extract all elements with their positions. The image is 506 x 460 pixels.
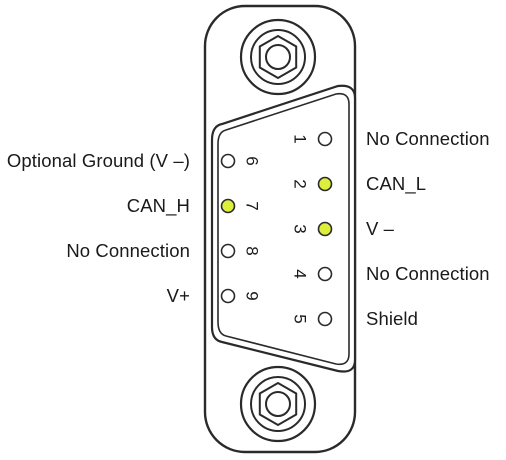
pin-3-label: V –: [366, 218, 395, 239]
pin-8-label: No Connection: [66, 240, 190, 261]
pin-2-contact: [317, 176, 333, 192]
pin-7-label: CAN_H: [126, 195, 190, 216]
bottom-mount-screw-icon: [239, 365, 317, 443]
pins-layer: 1 2 3 4 5 6 7 8 9: [220, 131, 333, 327]
top-mount-screw-icon: [239, 18, 317, 96]
pin-8-contact: [220, 243, 236, 259]
pin-6-number: 6: [243, 156, 262, 165]
pin-5-label: Shield: [366, 308, 419, 329]
pin-7-contact: [220, 198, 236, 214]
d-sub-face-inner: [217, 92, 350, 366]
pin-7-number: 7: [243, 201, 262, 210]
pin-5-number: 5: [291, 314, 310, 323]
pin-2-label: CAN_L: [366, 173, 427, 194]
pin-9-contact: [220, 288, 236, 304]
pin-9-label: V+: [166, 285, 190, 306]
pin-6-contact: [220, 153, 236, 169]
pin-4-number: 4: [291, 269, 310, 278]
pin-1-contact: [317, 131, 333, 147]
pin-5-contact: [317, 311, 333, 327]
pin-3-contact: [317, 221, 333, 237]
pin-1-label: No Connection: [366, 128, 490, 149]
pin-4-contact: [317, 266, 333, 282]
pin-9-number: 9: [243, 291, 262, 300]
pin-8-number: 8: [243, 246, 262, 255]
pin-1-number: 1: [291, 134, 310, 143]
pin-3-number: 3: [291, 224, 310, 233]
pin-2-number: 2: [291, 179, 310, 188]
pin-4-label: No Connection: [366, 263, 490, 284]
pin-6-label: Optional Ground (V –): [6, 150, 190, 171]
d-sub-face-outer: [210, 84, 357, 373]
